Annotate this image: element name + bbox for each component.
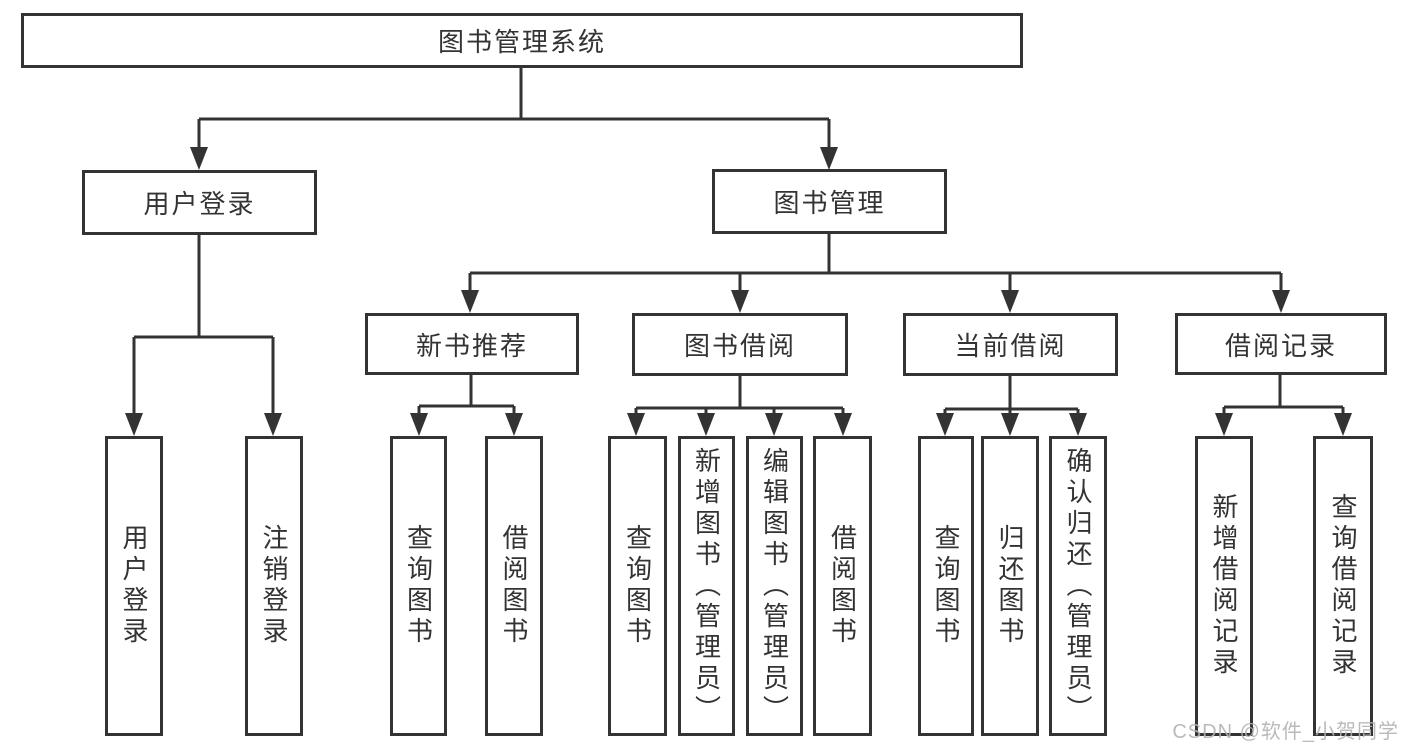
- leaf-label: 确认归还（管理员）: [1063, 446, 1093, 726]
- arrowhead: [1272, 290, 1290, 313]
- connector-records-to-leaves: [1215, 373, 1352, 436]
- leaf-query-books-current: 查询图书: [918, 436, 974, 736]
- connector-borrow-to-leaves: [627, 374, 852, 436]
- leaf-return-books: 归还图书: [981, 436, 1039, 736]
- arrowhead: [765, 413, 783, 436]
- leaf-query-books-borrowing: 查询图书: [608, 436, 667, 736]
- arrowhead: [125, 413, 143, 436]
- leaf-label: 查询图书: [403, 524, 434, 648]
- leaf-add-books-admin: 新增图书（管理员）: [678, 436, 735, 736]
- leaf-borrow-books-recommend: 借阅图书: [485, 436, 543, 736]
- node-user-login: 用户登录: [82, 170, 317, 235]
- arrowhead: [1215, 413, 1233, 436]
- arrowhead: [505, 413, 523, 436]
- arrowhead: [936, 413, 954, 436]
- arrowhead: [731, 290, 749, 313]
- leaf-label: 查询借阅记录: [1328, 493, 1358, 679]
- arrowhead: [627, 413, 645, 436]
- connector-root-to-level2: [190, 66, 838, 170]
- connector-login-to-leaves: [125, 233, 282, 436]
- leaf-label: 注销登录: [259, 524, 289, 648]
- leaf-label: 查询图书: [622, 524, 653, 648]
- csdn-watermark: CSDN @软件_小贺同学: [1172, 721, 1399, 743]
- leaf-label: 用户登录: [119, 524, 149, 648]
- arrowhead: [697, 413, 715, 436]
- leaf-logout: 注销登录: [245, 436, 303, 736]
- leaf-label: 查询图书: [931, 524, 961, 648]
- leaf-label: 编辑图书（管理员）: [759, 446, 790, 726]
- leaf-edit-books-admin: 编辑图书（管理员）: [746, 436, 803, 736]
- leaf-user-login: 用户登录: [105, 436, 163, 736]
- arrowhead: [834, 413, 852, 436]
- node-current-borrowing: 当前借阅: [903, 313, 1118, 376]
- node-new-book-recommendation: 新书推荐: [365, 313, 579, 375]
- connector-mgmt-to-level3: [461, 232, 1290, 313]
- connector-current-to-leaves: [936, 374, 1087, 436]
- leaf-label: 归还图书: [995, 524, 1025, 648]
- node-book-management: 图书管理: [712, 169, 947, 234]
- leaf-label: 借阅图书: [827, 524, 858, 648]
- leaf-confirm-return-admin: 确认归还（管理员）: [1049, 436, 1107, 736]
- node-borrowing-records: 借阅记录: [1175, 313, 1387, 375]
- arrowhead: [1001, 290, 1019, 313]
- leaf-label: 新增图书（管理员）: [691, 446, 722, 726]
- arrowhead: [1334, 413, 1352, 436]
- leaf-query-books-recommend: 查询图书: [390, 436, 447, 736]
- arrowhead: [1069, 413, 1087, 436]
- node-library-management-system: 图书管理系统: [21, 13, 1023, 68]
- arrowhead: [190, 147, 208, 170]
- arrowhead: [1001, 413, 1019, 436]
- leaf-label: 新增借阅记录: [1209, 493, 1239, 679]
- leaf-add-borrow-record: 新增借阅记录: [1195, 436, 1253, 736]
- arrowhead: [410, 413, 428, 436]
- connector-newbook-to-leaves: [410, 373, 523, 436]
- arrowhead: [264, 413, 282, 436]
- leaf-borrow-books: 借阅图书: [813, 436, 872, 736]
- arrowhead: [461, 290, 479, 313]
- node-book-borrowing: 图书借阅: [632, 313, 848, 376]
- leaf-label: 借阅图书: [499, 524, 529, 648]
- arrowhead: [820, 147, 838, 170]
- leaf-query-borrow-record: 查询借阅记录: [1313, 436, 1373, 736]
